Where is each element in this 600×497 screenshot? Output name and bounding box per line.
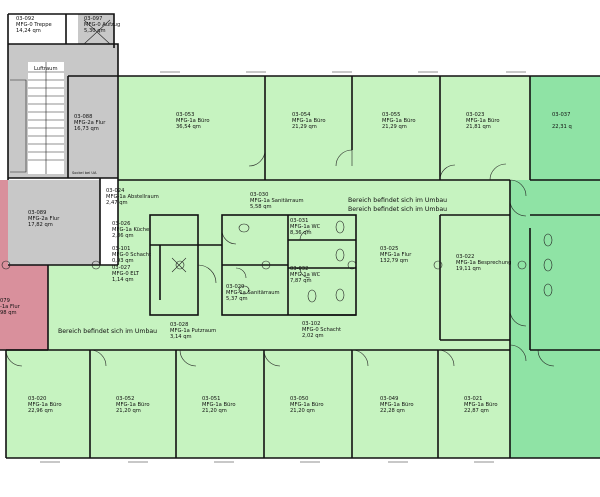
room-area-r029: 5,37 qm [226, 296, 248, 302]
room-area-r101: 0,93 qm [112, 258, 134, 264]
room-id-r101: 03-101 [112, 246, 130, 252]
room-area-r024: 2,47 qm [106, 200, 128, 206]
room-name-r032: MFG-1a WC [290, 272, 321, 278]
room-id-r026: 03-026 [112, 221, 130, 227]
umbau-note-mid: Bereich befindet sich im Umbau [348, 206, 447, 213]
luftraum-label: Luftraum [34, 66, 58, 72]
room-id-r_079: 079 [0, 298, 10, 304]
room-name-r102: MFG-0 Schacht [302, 327, 341, 333]
room-name-r089: MFG-2a Flur [28, 216, 60, 222]
room-area-r028: 3,14 qm [170, 334, 192, 340]
room-area-r102: 2,02 qm [302, 333, 324, 339]
room-name-r092: MFG-0 Treppe [16, 22, 52, 28]
room-id-r088: 03-088 [74, 114, 92, 120]
room-area-r051: 21,20 qm [202, 408, 227, 414]
room-id-r029: 03-029 [226, 284, 244, 290]
sockel-label: Sockel bei UA [72, 171, 97, 175]
room-area-r054: 21,29 qm [292, 124, 317, 130]
room-area-r027: 1,14 qm [112, 277, 134, 283]
room-area-r022: 19,11 qm [456, 266, 481, 272]
room-area-r053: 36,54 qm [176, 124, 201, 130]
room-area-r032: 7,87 qm [290, 278, 312, 284]
room-name-r053: MFG-1a Büro [176, 118, 210, 124]
room-area-r037: 22,31 q [552, 124, 572, 130]
room-id-r054: 03-054 [292, 112, 311, 118]
room-area-r049: 22,28 qm [380, 408, 405, 414]
room-name-r054: MFG-1a Büro [292, 118, 326, 124]
room-area-r_079: 98 qm [0, 310, 17, 316]
room-id-r089: 03-089 [28, 210, 46, 216]
room-name-r022: MFG-1a Besprechung [456, 260, 511, 266]
pink-flur-079 [0, 265, 48, 350]
room-id-r092: 03-092 [16, 16, 34, 22]
room-name-r025: MFG-1a Flur [380, 252, 412, 258]
room-id-r023: 03-023 [466, 112, 484, 118]
room-area-r025: 132,79 qm [380, 258, 408, 264]
room-name-r101: MFG-0 Schacht [112, 252, 151, 258]
room-name-r051: MFG-1a Büro [202, 402, 236, 408]
room-area-r026: 2,86 qm [112, 233, 134, 239]
room-id-r051: 03-051 [202, 396, 220, 402]
room-id-r032: 03-032 [290, 266, 308, 272]
umbau-note-bottom: Bereich befindet sich im Umbau [58, 328, 157, 335]
room-name-r020: MFG-1a Büro [28, 402, 62, 408]
room-name-r030: MFG-1a Sanitärraum [250, 198, 304, 204]
room-name-r023: MFG-1a Büro [466, 118, 500, 124]
green-dark-strip [510, 76, 600, 458]
room-id-r022: 03-022 [456, 254, 474, 260]
room-area-r030: 5,58 qm [250, 204, 272, 210]
room-area-r097: 5,30 qm [84, 28, 106, 34]
room-id-r021: 03-021 [464, 396, 482, 402]
room-name-r_079: -1a Flur [0, 304, 21, 310]
room-name-r097: MFG-0 Aufzug [84, 22, 120, 28]
room-id-r050: 03-050 [290, 396, 308, 402]
room-name-r031: MFG-1a WC [290, 224, 321, 230]
room-name-r024: MFG-1a Abstellraum [106, 194, 159, 200]
room-id-r052: 03-052 [116, 396, 134, 402]
room-name-r050: MFG-1a Büro [290, 402, 324, 408]
room-id-r037: 03-037 [552, 112, 570, 118]
room-id-r028: 03-028 [170, 322, 188, 328]
room-area-r031: 8,36 qm [290, 230, 312, 236]
room-name-r052: MFG-1a Büro [116, 402, 150, 408]
room-area-r088: 16,73 qm [74, 126, 99, 132]
room-name-r049: MFG-1a Büro [380, 402, 414, 408]
room-name-r021: MFG-1a Büro [464, 402, 498, 408]
room-area-r052: 21,20 qm [116, 408, 141, 414]
room-id-r025: 03-025 [380, 246, 398, 252]
room-id-r055: 03-055 [382, 112, 400, 118]
room-name-r028: MFG-1a Putzraum [170, 328, 216, 334]
room-id-r031: 03-031 [290, 218, 308, 224]
room-area-r021: 22,87 qm [464, 408, 489, 414]
green-floor [6, 76, 530, 458]
room-name-r055: MFG-1a Büro [382, 118, 416, 124]
room-area-r055: 21,29 qm [382, 124, 407, 130]
room-area-r089: 17,82 qm [28, 222, 53, 228]
room-id-r097: 03-097 [84, 16, 102, 22]
umbau-note-top: Bereich befindet sich im Umbau [348, 197, 447, 204]
room-id-r102: 03-102 [302, 321, 320, 327]
room-area-r092: 14,24 qm [16, 28, 41, 34]
door-swings [1, 19, 555, 463]
room-area-r020: 22,96 qm [28, 408, 53, 414]
grey-flur-089 [8, 180, 100, 265]
room-name-r029: MFG-1a Sanitärraum [226, 290, 280, 296]
room-id-r053: 03-053 [176, 112, 194, 118]
room-id-r049: 03-049 [380, 396, 398, 402]
room-name-r088: MFG-2a Flur [74, 120, 106, 126]
room-id-r027: 03-027 [112, 265, 130, 271]
room-name-r027: MFG-0 ELT [112, 271, 140, 277]
room-name-r026: MFG-1a Küche [112, 227, 149, 233]
room-id-r024: 03-024 [106, 188, 125, 194]
room-area-r050: 21,20 qm [290, 408, 315, 414]
pink-left-top [0, 180, 8, 265]
room-fills [0, 14, 600, 458]
room-area-r023: 21,81 qm [466, 124, 491, 130]
room-id-r030: 03-030 [250, 192, 268, 198]
room-id-r020: 03-020 [28, 396, 46, 402]
